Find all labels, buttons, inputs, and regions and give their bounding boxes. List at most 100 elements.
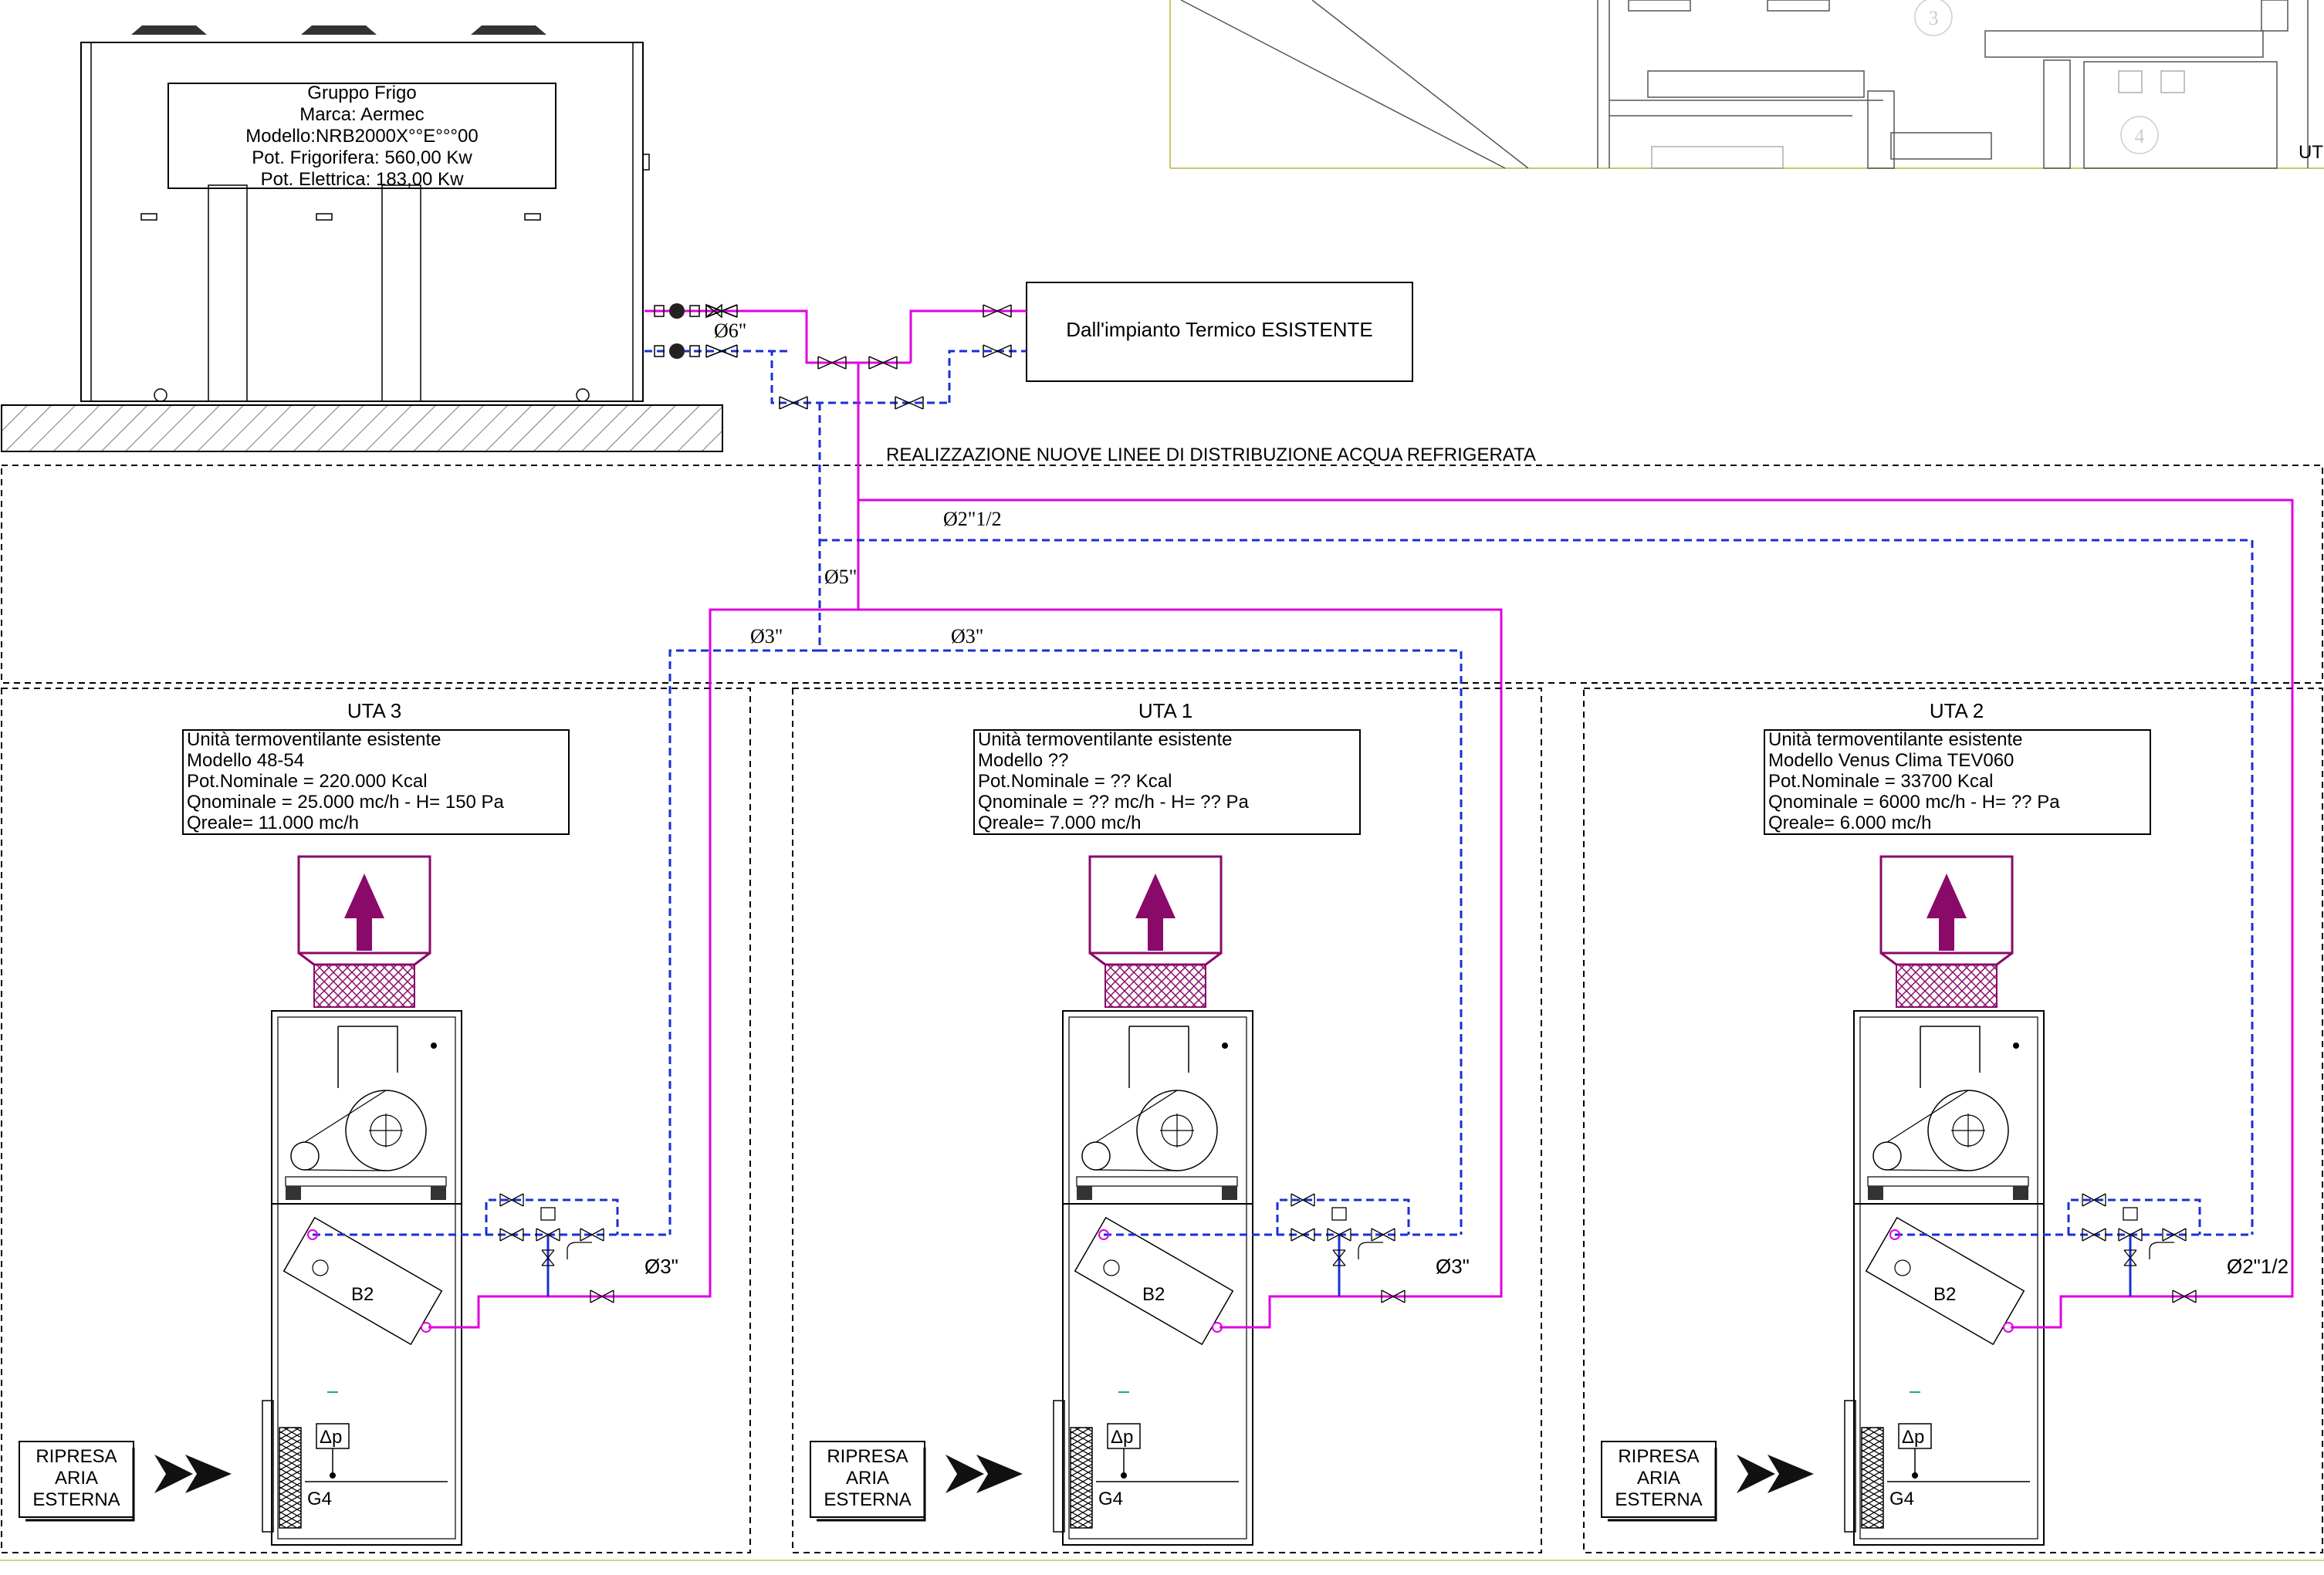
main-risers: Ø2"1/2 Ø5" Ø3" Ø3": [617, 363, 2294, 1298]
discharge-hood: [1879, 855, 2014, 955]
cooling-coil: [1074, 1216, 1234, 1346]
intake-label: ESTERNA: [32, 1489, 120, 1510]
filter-label: G4: [1889, 1489, 1914, 1509]
gate-valve-icon: [1291, 1228, 1315, 1242]
coil-label: B2: [351, 1284, 374, 1305]
intake-label: ARIA: [55, 1468, 98, 1489]
filter-label: G4: [307, 1489, 332, 1509]
ahu-uta-2: UTA 2 Unità termoventilante esistente Mo…: [1583, 688, 2323, 1553]
gate-valve-icon: [499, 1228, 524, 1242]
ahu-info-5: Qreale= 11.000 mc/h: [187, 813, 359, 833]
pipe-size-label: Ø3": [644, 1255, 678, 1278]
plan-room-number: 4: [2135, 125, 2145, 147]
distribution-frame: [1, 465, 2323, 684]
ahu-info-4: Qnominale = ?? mc/h - H= ?? Pa: [978, 792, 1250, 813]
filter-g4: [1861, 1427, 1884, 1529]
intake-label: RIPRESA: [1618, 1446, 1699, 1467]
pipe-size-main-outlet: Ø6": [714, 319, 746, 342]
chiller-label-5: Pot. Elettrica: 183,00 Kw: [261, 169, 464, 190]
intake-label: ESTERNA: [824, 1489, 911, 1510]
filter-g4: [1070, 1427, 1093, 1529]
cooling-coil: [282, 1216, 443, 1346]
chiller-label-2: Marca: Aermec: [299, 104, 424, 125]
ahu-info-3: Pot.Nominale = ?? Kcal: [978, 771, 1172, 792]
ahu-info-3: Pot.Nominale = 33700 Kcal: [1768, 771, 1994, 792]
motor-icon: [290, 1141, 320, 1171]
ahu-casing: [271, 1010, 462, 1546]
filter-label: G4: [1098, 1489, 1123, 1509]
ahu-title: UTA 1: [1138, 699, 1192, 722]
air-up-arrow-icon: [344, 874, 384, 951]
ahu-info-4: Qnominale = 25.000 mc/h - H= 150 Pa: [187, 792, 505, 813]
ahu-uta-3: UTA 3 Unità termoventilante esistente Mo…: [1, 688, 751, 1553]
ahu-casing: [1062, 1010, 1253, 1546]
gate-valve-icon: [2082, 1193, 2106, 1207]
chiller-outlet-valves: Ø6": [644, 303, 787, 359]
three-way-valve-icon: [1327, 1228, 1351, 1266]
ahu-info-1: Unità termoventilante esistente: [1768, 729, 2023, 750]
ahu-info-4: Qnominale = 6000 mc/h - H= ?? Pa: [1768, 792, 2060, 813]
chiller-label-3: Modello:NRB2000X°°E°°°00: [245, 126, 478, 147]
pipe-size-branch-right: Ø2"1/2: [943, 508, 1002, 530]
ahu-info-2: Modello ??: [978, 750, 1068, 771]
existing-plant-connection: Dall'impianto Termico ESISTENTE: [909, 282, 1413, 403]
ahu-casing: [1853, 1010, 2045, 1546]
motor-icon: [1872, 1141, 1902, 1171]
motor-icon: [1081, 1141, 1111, 1171]
ahu-info-1: Unità termoventilante esistente: [187, 729, 441, 750]
gate-valve-icon: [1381, 1289, 1406, 1303]
ahu-title: UTA 3: [347, 699, 401, 722]
cooling-coil: [1865, 1216, 2025, 1346]
discharge-grille: [313, 964, 415, 1008]
floor-plan-inset: 3 4 UT: [1169, 0, 2324, 169]
intake-box: [810, 1441, 925, 1518]
three-way-valve-icon: [2118, 1228, 2143, 1266]
air-intake-arrow-icon: [945, 1455, 1023, 1493]
existing-plant-label: Dall'impianto Termico ESISTENTE: [1066, 318, 1373, 341]
chiller-unit: Gruppo Frigo Marca: Aermec Modello:NRB20…: [80, 25, 650, 402]
plan-room-number: 3: [1929, 7, 1939, 29]
intake-label: RIPRESA: [827, 1446, 908, 1467]
filter-g4: [279, 1427, 302, 1529]
air-intake-arrow-icon: [154, 1455, 232, 1493]
ahu-info-5: Qreale= 7.000 mc/h: [978, 813, 1141, 833]
gate-valve-icon: [499, 1193, 524, 1207]
discharge-grille: [1104, 964, 1206, 1008]
chiller-label-4: Pot. Frigorifera: 560,00 Kw: [252, 147, 472, 168]
gate-valve-icon: [2082, 1228, 2106, 1242]
header-manifold: [770, 309, 949, 410]
intake-label: ARIA: [846, 1468, 889, 1489]
pipe-size-branch-mid: Ø3": [951, 625, 983, 647]
concrete-base: [1, 404, 723, 452]
pipe-size-label: Ø2"1/2: [2227, 1255, 2288, 1278]
discharge-grille: [1896, 964, 1998, 1008]
air-up-arrow-icon: [1927, 874, 1967, 951]
coil-label: B2: [1142, 1284, 1165, 1305]
ahu-info-5: Qreale= 6.000 mc/h: [1768, 813, 1931, 833]
intake-box: [19, 1441, 134, 1518]
gate-valve-icon: [2172, 1289, 2197, 1303]
pipe-size-riser: Ø5": [824, 566, 857, 588]
three-way-valve-icon: [536, 1228, 560, 1266]
ahu-info-2: Modello 48-54: [187, 750, 304, 771]
dp-label: Δp: [320, 1427, 342, 1448]
gate-valve-icon: [1291, 1193, 1315, 1207]
gate-valve-icon: [580, 1228, 604, 1242]
ahu-info-1: Unità termoventilante esistente: [978, 729, 1233, 750]
intake-label: ESTERNA: [1615, 1489, 1702, 1510]
intake-box: [1601, 1441, 1717, 1518]
chiller-label-1: Gruppo Frigo: [307, 83, 416, 103]
gate-valve-icon: [2162, 1228, 2187, 1242]
pipe-size-label: Ø3": [1436, 1255, 1470, 1278]
air-intake-arrow-icon: [1737, 1455, 1814, 1493]
ahu-info-2: Modello Venus Clima TEV060: [1768, 750, 2014, 771]
ahu-title: UTA 2: [1930, 699, 1984, 722]
intake-label: RIPRESA: [36, 1446, 117, 1467]
pipe-size-branch-left: Ø3": [750, 625, 783, 647]
gate-valve-icon: [1371, 1228, 1395, 1242]
dp-label: Δp: [1902, 1427, 1924, 1448]
